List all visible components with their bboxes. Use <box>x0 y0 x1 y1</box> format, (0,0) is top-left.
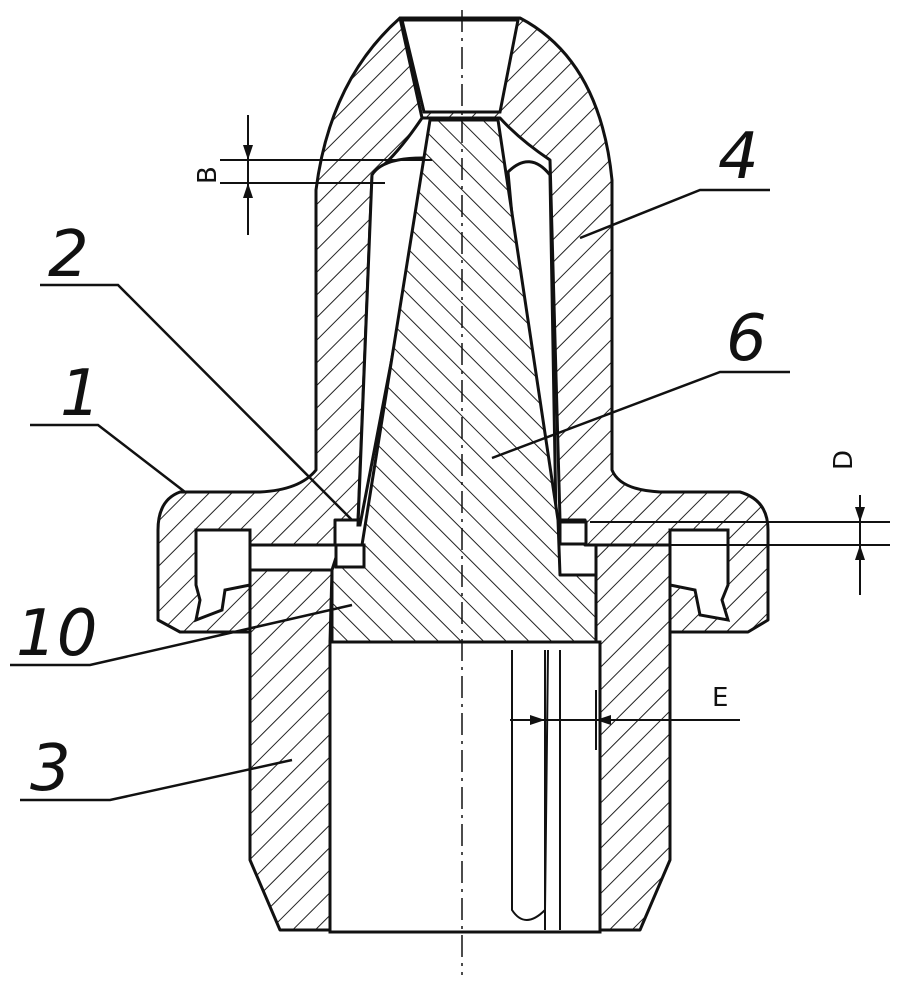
right-ring-groove <box>668 528 731 622</box>
cap-body <box>398 16 770 634</box>
dim-e-label: E <box>712 683 728 713</box>
leader-3: 3 <box>20 732 293 806</box>
part-4-label: 4 <box>718 120 759 194</box>
dimension-e: E <box>510 683 740 750</box>
left-ring-groove <box>193 528 252 623</box>
dim-b-label: B <box>193 166 223 184</box>
leader-1: 1 <box>30 357 186 493</box>
top-bore <box>400 18 520 114</box>
leader-2: 2 <box>40 218 353 521</box>
part-10-label: 10 <box>16 597 97 671</box>
dimension-b: B <box>193 115 432 235</box>
dimension-d: D <box>590 450 890 595</box>
sleeve-bore <box>328 640 602 934</box>
dim-d-label: D <box>829 450 859 470</box>
leader-6: 6 <box>491 302 790 460</box>
part-3-label: 3 <box>30 732 71 806</box>
leader-10: 10 <box>10 597 353 671</box>
lower-sleeve-right <box>594 543 672 932</box>
part-2-label: 2 <box>48 218 89 292</box>
left-shoulder-block <box>334 543 366 569</box>
part-1-label: 1 <box>60 357 101 431</box>
part-6-label: 6 <box>726 302 767 376</box>
lower-sleeve <box>248 568 334 932</box>
right-shoulder-block <box>558 520 588 546</box>
leader-4: 4 <box>579 120 770 240</box>
